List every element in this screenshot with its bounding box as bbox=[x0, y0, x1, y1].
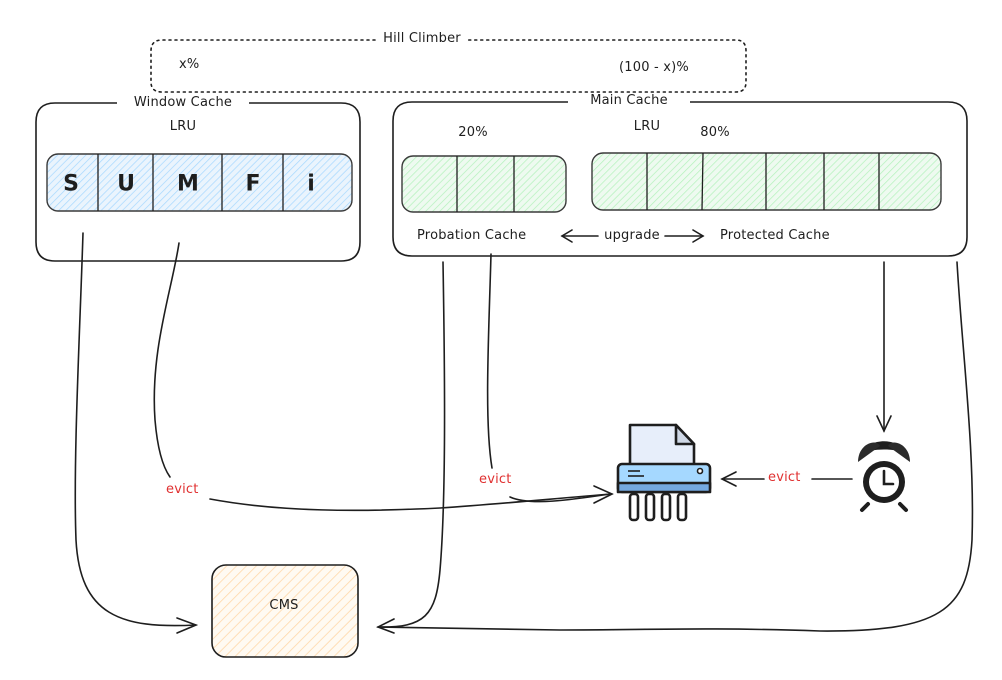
upgrade-arrow bbox=[560, 229, 705, 243]
window-cache-policy: LRU bbox=[169, 119, 197, 134]
main-cache-frame bbox=[392, 101, 968, 257]
main-cache-policy: LRU bbox=[633, 119, 661, 134]
evict-label-window: evict bbox=[166, 482, 199, 497]
window-cell-3: F bbox=[245, 171, 261, 197]
arrow-window-to-cms bbox=[74, 232, 199, 634]
arrow-main-to-cms bbox=[376, 261, 974, 634]
hill-climber-frame bbox=[150, 39, 747, 93]
probation-cache-label: Probation Cache bbox=[417, 228, 527, 243]
arrow-protected-to-timer bbox=[876, 261, 892, 433]
cms-box bbox=[211, 564, 359, 658]
protected-share-label: 80% bbox=[700, 125, 730, 140]
arrow-timer-evict-to-shredder bbox=[720, 471, 853, 487]
shredder-icon bbox=[616, 423, 712, 522]
hill-climber-title: Hill Climber bbox=[377, 31, 467, 46]
arrow-probation-evict-to-shredder bbox=[486, 253, 611, 503]
evict-label-probation: evict bbox=[479, 472, 512, 487]
window-cache-title: Window Cache bbox=[127, 95, 239, 110]
main-share-label: (100 - x)% bbox=[619, 60, 689, 75]
protected-cache-bar bbox=[591, 152, 942, 211]
window-cell-0: S bbox=[63, 171, 79, 197]
window-cell-4: i bbox=[307, 171, 315, 197]
probation-share-label: 20% bbox=[458, 125, 488, 140]
arrow-window-evict-to-shredder bbox=[153, 242, 614, 512]
main-cache-title: Main Cache bbox=[584, 93, 674, 108]
window-cell-2: M bbox=[177, 171, 199, 197]
window-share-label: x% bbox=[179, 57, 200, 72]
alarm-clock-icon bbox=[858, 441, 910, 512]
upgrade-label: upgrade bbox=[604, 228, 660, 243]
evict-label-timer: evict bbox=[766, 470, 803, 485]
protected-cache-label: Protected Cache bbox=[720, 228, 830, 243]
probation-cache-bar bbox=[401, 155, 567, 213]
window-cell-1: U bbox=[117, 171, 135, 197]
cms-label: CMS bbox=[269, 598, 299, 613]
window-cache-bar bbox=[46, 153, 353, 212]
window-cache-frame bbox=[35, 102, 361, 262]
